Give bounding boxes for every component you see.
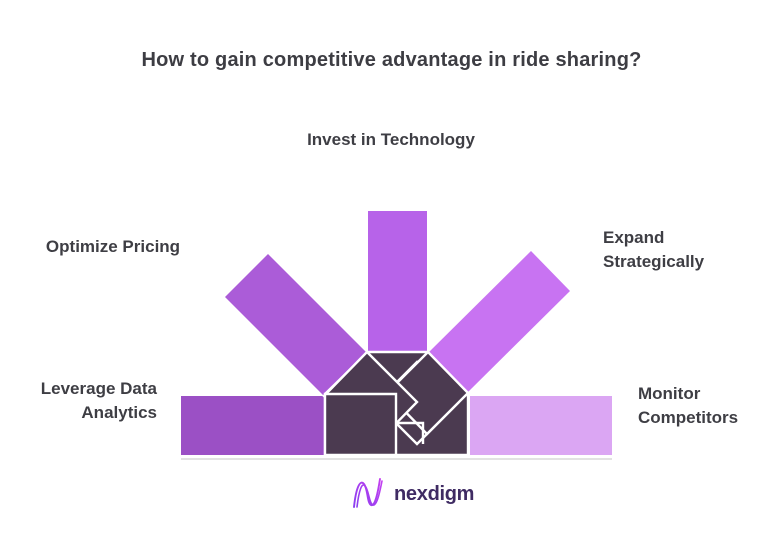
brand-logo-text: nexdigm: [394, 482, 475, 505]
label-expand-strategically: Expand Strategically: [603, 228, 705, 271]
brand-logo: nexdigm: [349, 476, 474, 512]
label-optimize-pricing: Optimize Pricing: [45, 237, 181, 256]
label-invest-in-technology: Invest in Technology: [307, 130, 475, 149]
label-leverage-data-analytics: Leverage Data Analytics: [40, 379, 157, 422]
arrow-upper-right-shaft: [428, 251, 570, 393]
wave-stroke-outer: [353, 478, 381, 508]
arrow-right-shaft: [470, 396, 612, 455]
arrow-left-head: [323, 392, 398, 457]
arrow-upper-left-shaft: [225, 254, 367, 396]
page-title: How to gain competitive advantage in rid…: [141, 49, 642, 71]
arrow-top-shaft: [368, 211, 427, 353]
label-monitor-competitors: Monitor Competitors: [638, 384, 739, 427]
pinwheel-center: [322, 350, 470, 457]
wave-stroke-inner: [356, 480, 383, 508]
arrow-left-shaft: [181, 396, 325, 455]
arrow-right-head-edge: [398, 421, 425, 444]
nexdigm-wave-icon: [353, 478, 383, 508]
